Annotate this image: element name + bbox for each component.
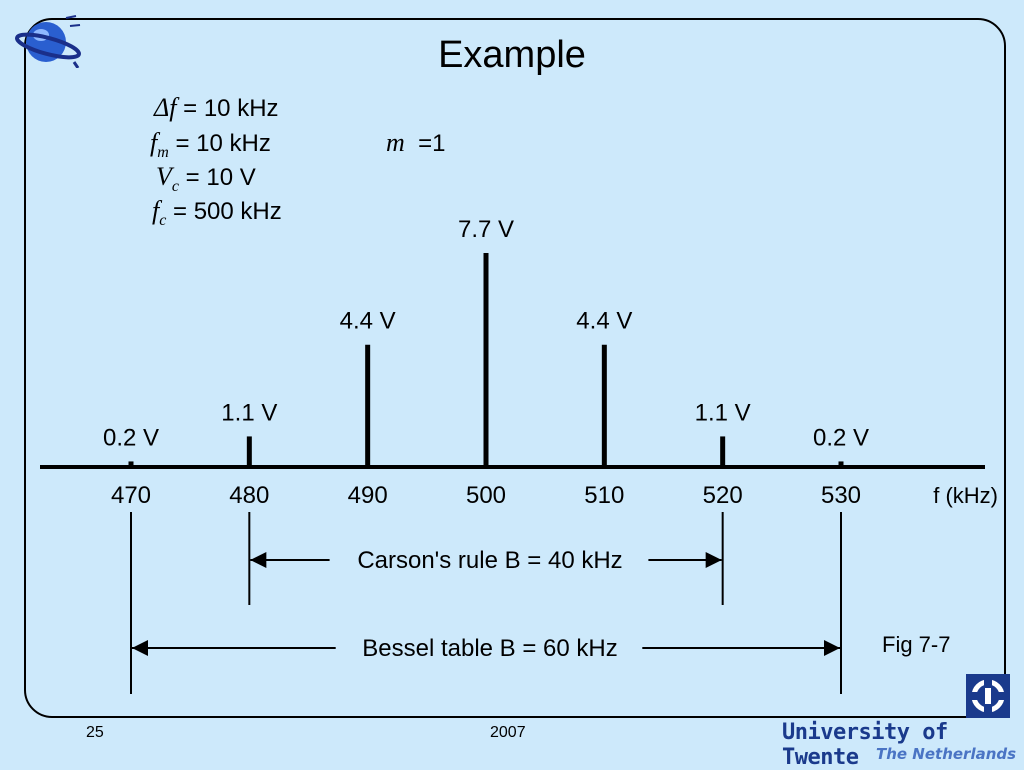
tick-label-470: 470 bbox=[111, 482, 151, 509]
param-vc-value: = 10 V bbox=[179, 164, 256, 191]
param-fm-symbol: f bbox=[150, 128, 158, 157]
slide-title: Example bbox=[438, 34, 586, 76]
param-fc-value: = 500 kHz bbox=[166, 198, 282, 225]
tick-label-480: 480 bbox=[229, 482, 269, 509]
param-deviation-value: = 10 kHz bbox=[176, 95, 279, 122]
slide-frame bbox=[24, 18, 1006, 718]
param-modulating-freq: fm = 10 kHz bbox=[150, 128, 271, 162]
param-deviation: Δf = 10 kHz bbox=[154, 93, 279, 123]
param-vc-sub: c bbox=[171, 177, 179, 195]
bandwidth-label-1: Bessel table B = 60 kHz bbox=[362, 635, 617, 662]
tick-label-530: 530 bbox=[821, 482, 861, 509]
amplitude-label-470: 0.2 V bbox=[103, 424, 159, 451]
tick-label-490: 490 bbox=[348, 482, 388, 509]
amplitude-label-480: 1.1 V bbox=[221, 399, 277, 426]
param-m-symbol: m bbox=[386, 128, 405, 157]
param-fc-symbol: f bbox=[152, 196, 160, 225]
amplitude-label-510: 4.4 V bbox=[576, 308, 632, 335]
param-fm-sub: m bbox=[157, 143, 169, 161]
amplitude-label-500: 7.7 V bbox=[458, 216, 514, 243]
footer-year: 2007 bbox=[490, 724, 526, 741]
x-unit-label: f (kHz) bbox=[933, 483, 998, 508]
amplitude-label-520: 1.1 V bbox=[695, 399, 751, 426]
university-logo-icon bbox=[966, 674, 1010, 718]
tick-label-520: 520 bbox=[703, 482, 743, 509]
param-modulation-index: m =1 bbox=[386, 128, 445, 158]
figure-label: Fig 7-7 bbox=[882, 632, 951, 657]
page-number: 25 bbox=[86, 724, 104, 741]
university-name: University of Twente bbox=[782, 720, 948, 770]
param-carrier-freq: fc = 500 kHz bbox=[152, 196, 282, 230]
university-country: The Netherlands bbox=[876, 745, 1017, 763]
param-fm-value: = 10 kHz bbox=[168, 130, 271, 157]
param-carrier-voltage: Vc = 10 V bbox=[156, 162, 256, 196]
amplitude-label-530: 0.2 V bbox=[813, 424, 869, 451]
bandwidth-label-0: Carson's rule B = 40 kHz bbox=[357, 547, 622, 574]
globe-logo-icon bbox=[15, 15, 81, 68]
amplitude-label-490: 4.4 V bbox=[340, 308, 396, 335]
param-vc-symbol: V bbox=[156, 162, 172, 191]
tick-label-510: 510 bbox=[584, 482, 624, 509]
param-fc-sub: c bbox=[159, 211, 167, 229]
param-m-value: =1 bbox=[404, 130, 446, 157]
param-deviation-symbol: Δf bbox=[154, 93, 177, 122]
tick-label-500: 500 bbox=[466, 482, 506, 509]
